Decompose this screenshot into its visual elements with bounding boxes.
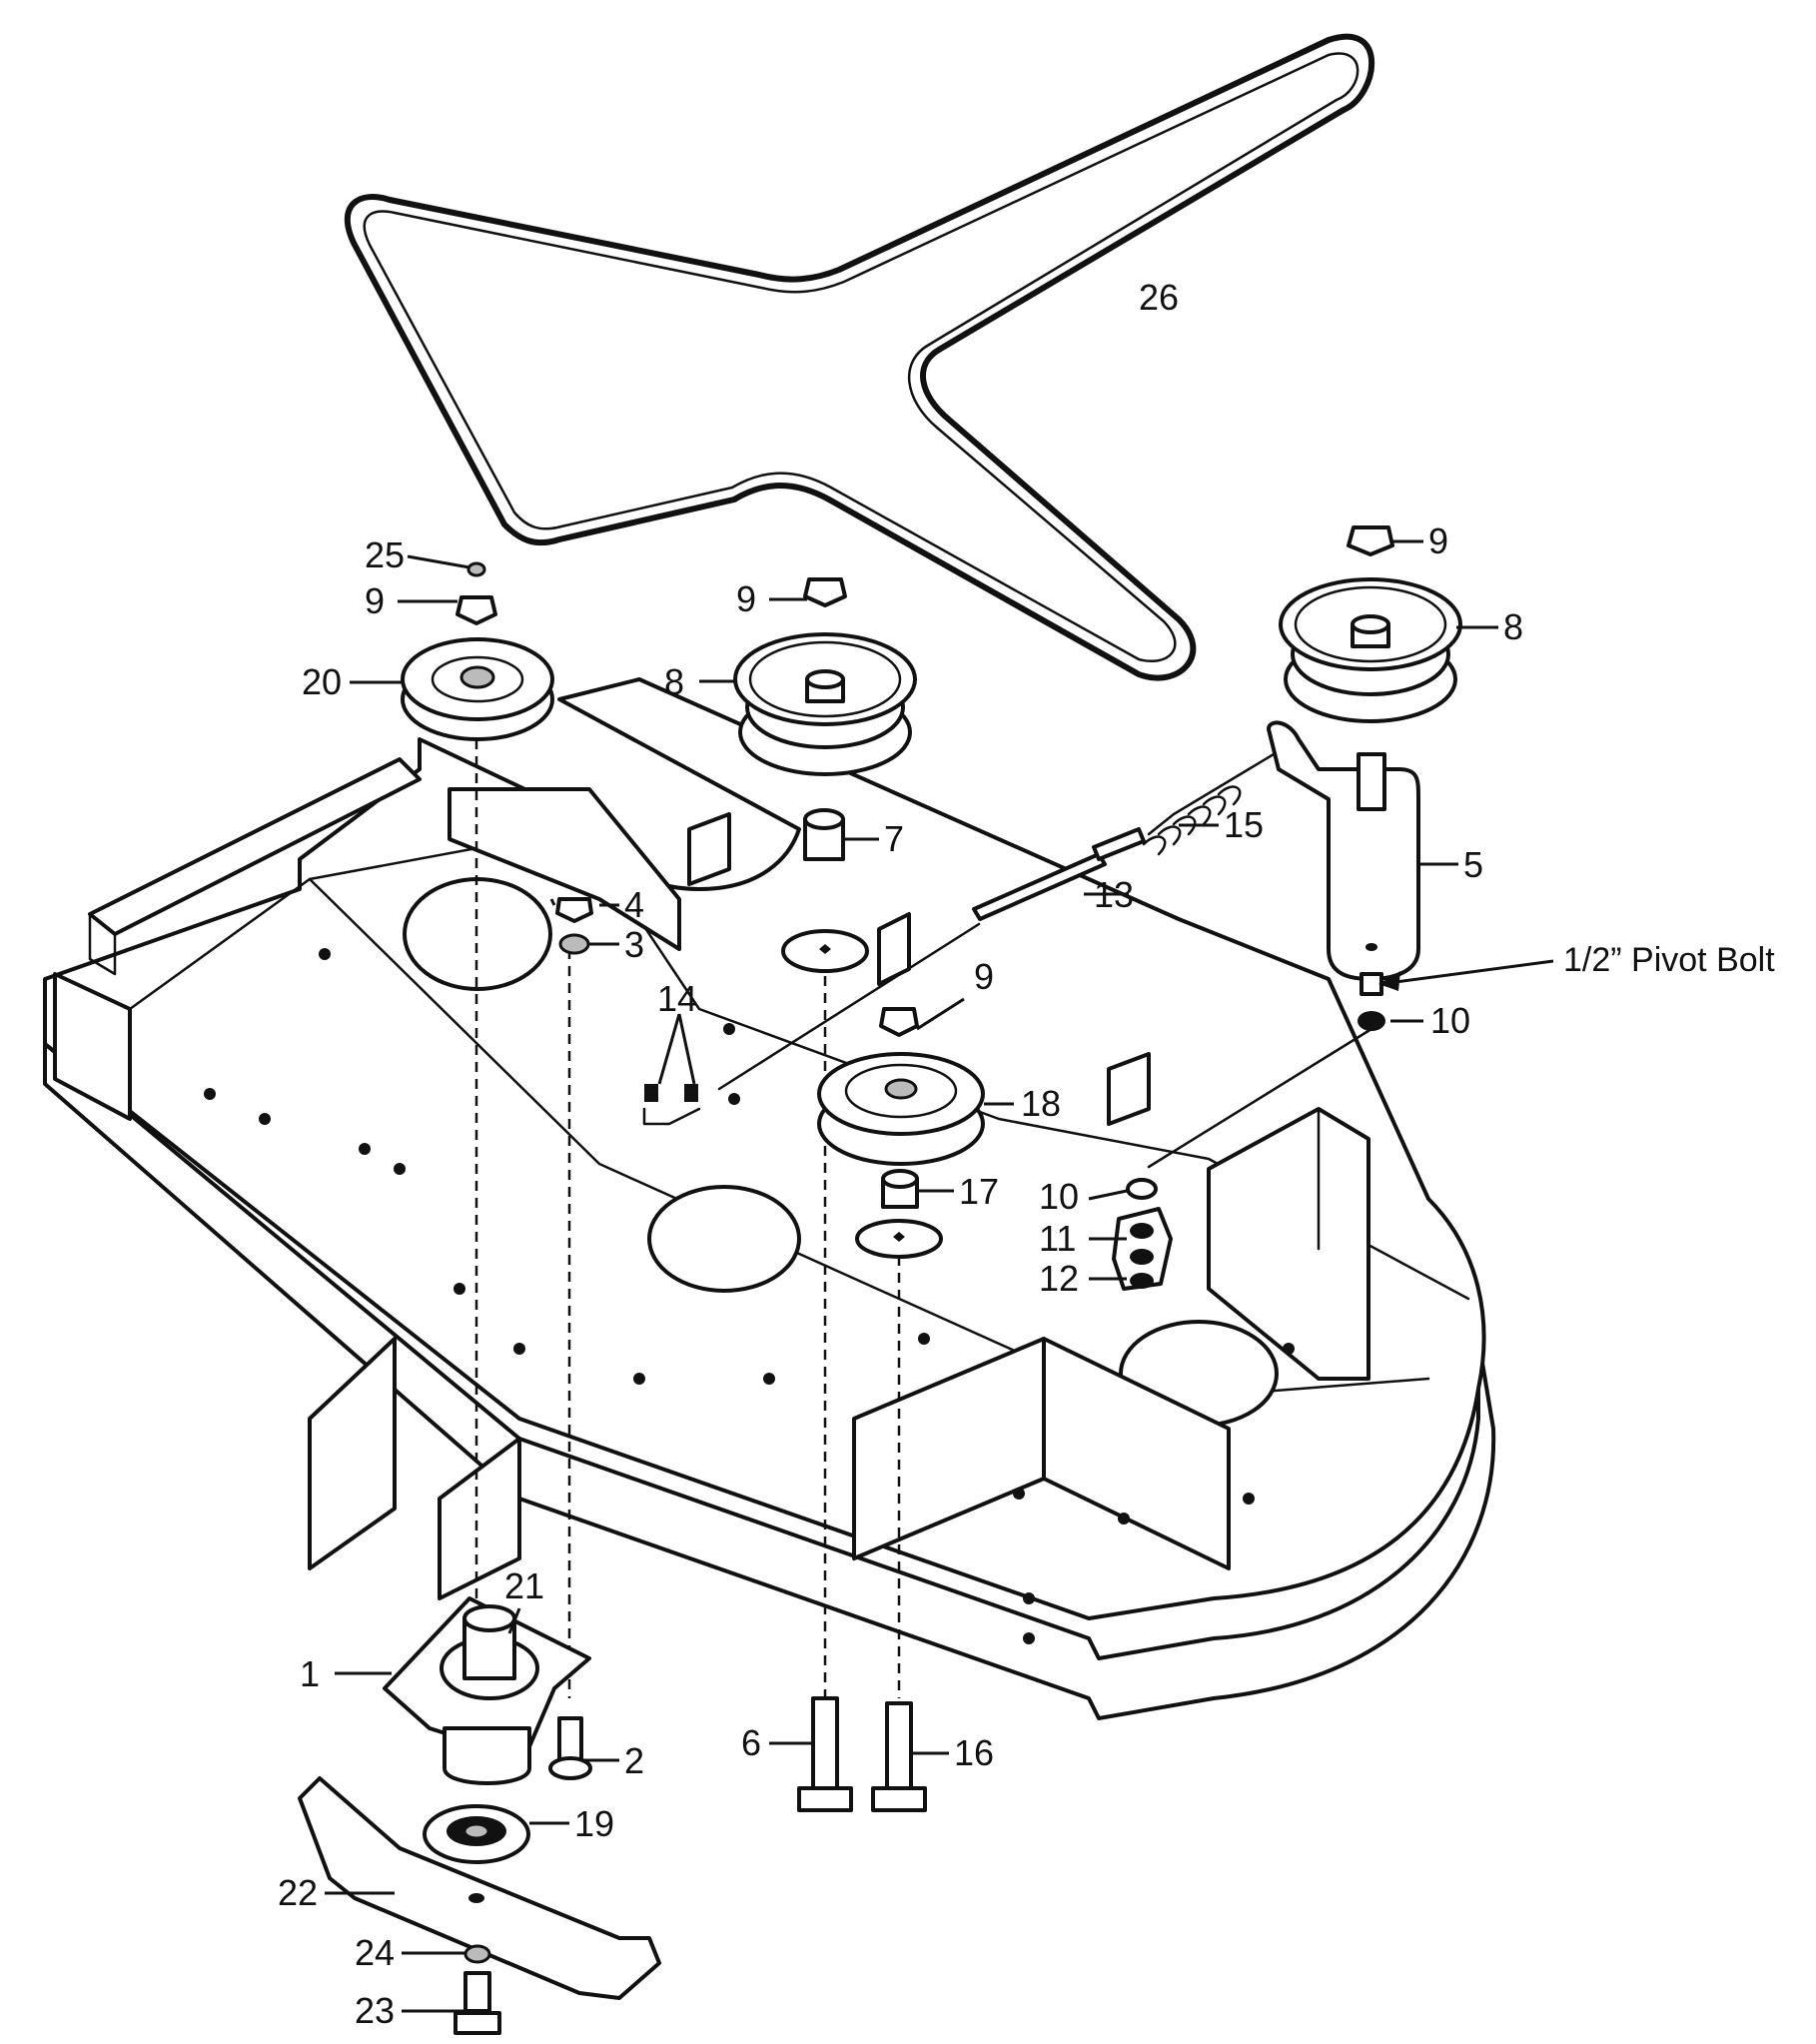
callout-4: 4: [624, 884, 644, 925]
callout-16: 16: [954, 1732, 994, 1773]
callout-22: 22: [278, 1872, 318, 1913]
callout-18: 18: [1021, 1083, 1061, 1124]
callout-17: 17: [959, 1171, 999, 1212]
callout-10-bracket: 10: [1039, 1176, 1079, 1217]
callout-8-right-pulley: 8: [1503, 606, 1523, 647]
left-spindle-assembly: [298, 561, 661, 2035]
callout-3: 3: [624, 924, 644, 965]
center-spindle-opening: [647, 1185, 801, 1293]
callout-25: 25: [365, 534, 405, 575]
callout-26: 26: [1139, 277, 1179, 318]
right-idler-assembly: [642, 525, 1462, 1291]
callout-9-spindle-nut: 9: [365, 580, 385, 621]
leader-lines: [325, 539, 1554, 2013]
drive-belt-illustration: [344, 33, 1375, 681]
callout-13: 13: [1094, 874, 1134, 915]
pivot-bolt-note: 1/2” Pivot Bolt: [1563, 941, 1775, 979]
callout-10-pivot: 10: [1430, 1000, 1470, 1041]
callout-2: 2: [624, 1740, 644, 1781]
callout-9-center-nut: 9: [736, 578, 756, 619]
callout-14: 14: [657, 978, 697, 1019]
callout-1: 1: [300, 1653, 320, 1694]
callout-15: 15: [1224, 804, 1264, 845]
mower-deck-shell: [43, 677, 1496, 1720]
callout-8-center-pulley: 8: [664, 661, 684, 702]
callout-11: 11: [1039, 1218, 1076, 1259]
callout-7: 7: [884, 818, 904, 859]
callout-labels: 25 9 20 4 3 9 8 7 9 18 17 15 13 5 9 8 10…: [278, 277, 1775, 2031]
callout-5: 5: [1463, 844, 1483, 885]
callout-6: 6: [741, 1722, 761, 1763]
callout-23: 23: [355, 1990, 395, 2031]
callout-24: 24: [355, 1932, 395, 1973]
center-idler-assembly: [733, 577, 985, 1812]
callout-21: 21: [504, 1565, 544, 1606]
callout-9-pulley-18-nut: 9: [974, 956, 994, 997]
callout-20: 20: [302, 661, 342, 702]
callout-9-right-nut: 9: [1428, 520, 1448, 561]
callout-19: 19: [574, 1803, 614, 1844]
callout-12: 12: [1039, 1258, 1079, 1299]
